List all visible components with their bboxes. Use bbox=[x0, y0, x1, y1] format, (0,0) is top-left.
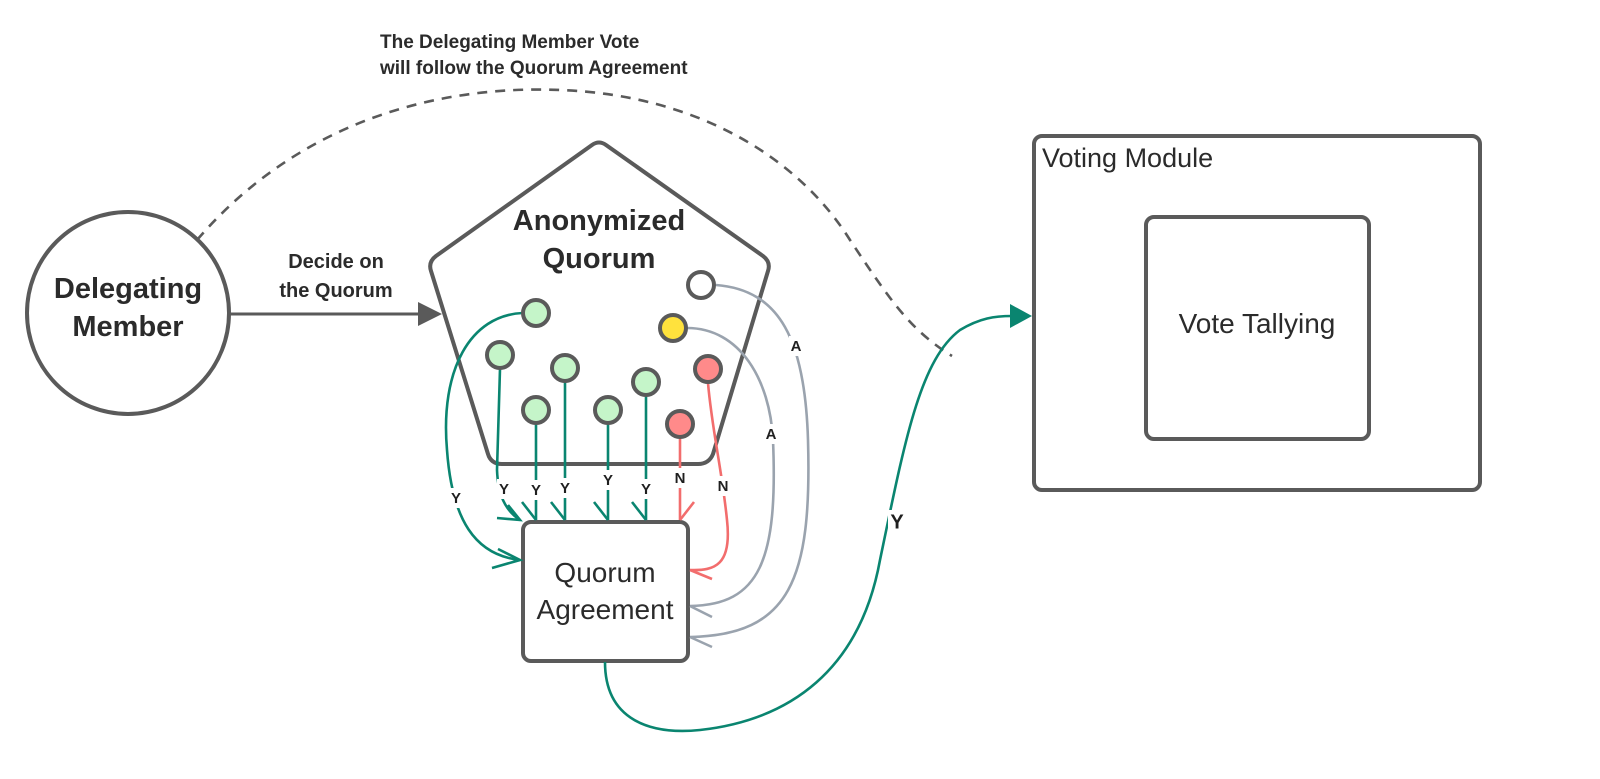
edge-label-m9: A bbox=[766, 426, 777, 443]
member-m4[interactable] bbox=[550, 353, 580, 383]
arrowhead-icon bbox=[689, 568, 713, 581]
member-m10[interactable] bbox=[686, 270, 716, 300]
arrowhead-icon bbox=[689, 635, 713, 649]
dashed-follow-edge[interactable] bbox=[196, 88, 953, 358]
edge-label-agreement: Y bbox=[890, 511, 904, 533]
member-m6[interactable] bbox=[631, 367, 661, 397]
agreement-to-module-edge[interactable] bbox=[603, 304, 1032, 733]
member-m7[interactable] bbox=[665, 409, 695, 439]
edge-label-m8: N bbox=[718, 478, 729, 495]
anonymized-quorum-line-1: Anonymized bbox=[513, 205, 685, 237]
vote-edge-m10[interactable] bbox=[689, 283, 810, 639]
edge-label-m1: Y bbox=[451, 490, 461, 507]
decide-quorum-line-1: Decide on bbox=[288, 251, 384, 273]
arrowhead-icon bbox=[1010, 304, 1032, 328]
edge-label-m4: Y bbox=[560, 480, 570, 497]
voting-module-label: Voting Module bbox=[1042, 143, 1213, 173]
edge-label-m3: Y bbox=[531, 482, 541, 499]
edge-label-m5: Y bbox=[603, 472, 613, 489]
quorum-agreement-line-1: Quorum bbox=[554, 557, 655, 588]
decide-quorum-line-2: the Quorum bbox=[279, 280, 392, 302]
vote-edge-m1[interactable] bbox=[444, 311, 524, 562]
member-m8[interactable] bbox=[693, 354, 723, 384]
arrowhead-icon bbox=[549, 501, 567, 521]
arrowhead-icon bbox=[592, 501, 610, 521]
vote-tallying-label: Vote Tallying bbox=[1179, 308, 1336, 339]
member-m5[interactable] bbox=[593, 395, 623, 425]
member-m2[interactable] bbox=[485, 340, 515, 370]
arrowhead-icon bbox=[418, 302, 442, 326]
anonymized-quorum-node[interactable]: Anonymized Quorum bbox=[428, 140, 771, 466]
vote-tallying-node[interactable]: Vote Tallying bbox=[1144, 215, 1371, 441]
edge-labels: Y Y Y Y Y Y N N A A Y bbox=[449, 336, 906, 536]
member-m9[interactable] bbox=[658, 313, 688, 343]
arrowhead-icon bbox=[491, 547, 524, 570]
delegating-member-line-2: Member bbox=[72, 311, 183, 343]
delegating-member-node[interactable]: Delegating Member bbox=[25, 210, 231, 416]
quorum-agreement-node[interactable]: Quorum Agreement bbox=[521, 520, 690, 663]
quorum-agreement-line-2: Agreement bbox=[537, 594, 674, 625]
edge-label-m7: N bbox=[675, 470, 686, 487]
arrowhead-icon bbox=[630, 501, 648, 521]
member-m1[interactable] bbox=[521, 298, 551, 328]
annotation-line-2: will follow the Quorum Agreement bbox=[379, 58, 688, 79]
decide-quorum-edge[interactable]: Decide on the Quorum bbox=[229, 251, 442, 326]
vote-edge-m8[interactable] bbox=[689, 382, 730, 572]
member-m3[interactable] bbox=[521, 395, 551, 425]
anonymized-quorum-line-2: Quorum bbox=[543, 243, 656, 275]
edge-label-m10: A bbox=[791, 338, 802, 355]
arrowhead-icon bbox=[689, 604, 713, 619]
quorum-members bbox=[485, 270, 723, 439]
annotation-line-1: The Delegating Member Vote bbox=[380, 32, 639, 53]
arrowhead-icon bbox=[678, 501, 696, 521]
arrowhead-icon bbox=[520, 501, 538, 521]
edge-label-m6: Y bbox=[641, 481, 651, 498]
arrowhead-icon bbox=[496, 504, 523, 522]
edge-label-m2: Y bbox=[499, 481, 509, 498]
delegating-member-line-1: Delegating bbox=[54, 273, 202, 305]
